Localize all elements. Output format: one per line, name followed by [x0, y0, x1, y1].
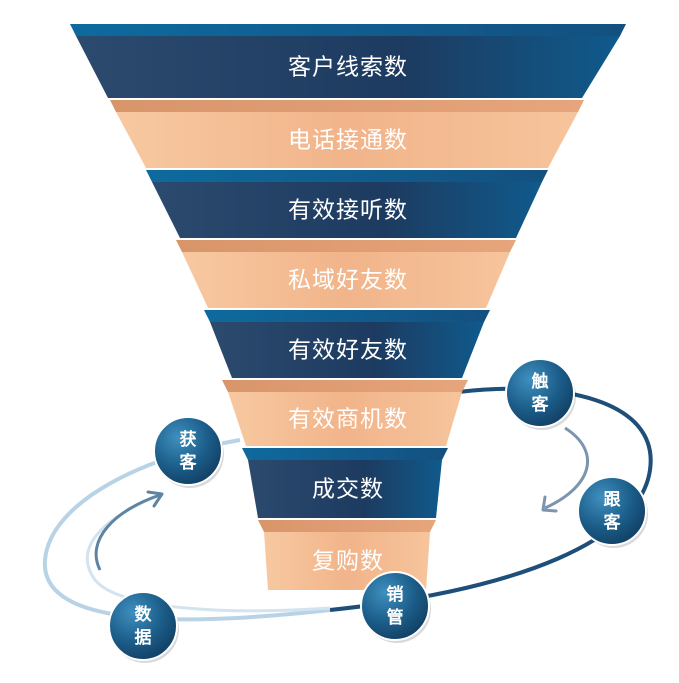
cycle-node-label-line1: 数: [135, 604, 153, 625]
funnel-tier-2: 电话接通数: [110, 100, 584, 168]
cycle-node-circle: [505, 358, 575, 428]
cycle-node-3: 销管: [360, 571, 431, 643]
funnel-tier-bevel: [204, 310, 490, 322]
cycle-node-circle: [577, 476, 647, 546]
cycle-arrow-left-head: [146, 490, 164, 508]
funnel-tier-label: 有效接听数: [288, 198, 408, 224]
funnel-tier-body: [76, 36, 620, 98]
cycle-node-label-line1: 销: [387, 584, 404, 605]
cycle-arrow-right: [544, 426, 590, 510]
cycle-node-1: 触客: [505, 358, 576, 430]
cycle-node-label-line2: 客: [531, 394, 550, 415]
funnel-tier-bevel: [70, 24, 626, 36]
cycle-ring-front: [85, 426, 590, 613]
cycle-node-4: 数据: [108, 591, 179, 663]
cycle-node-circle: [108, 591, 178, 661]
funnel-tier-bevel: [110, 100, 584, 112]
funnel-tier-1: 客户线索数: [70, 24, 626, 98]
funnel-tier-bevel: [258, 520, 436, 532]
funnel-tier-3: 有效接听数: [146, 170, 548, 238]
funnel-tier-label: 私域好友数: [288, 268, 408, 294]
cycle-node-2: 跟客: [577, 476, 648, 548]
funnel-tier-label: 有效商机数: [288, 407, 408, 433]
funnel-tier-body: [248, 460, 442, 518]
funnel-tier-bevel: [242, 448, 448, 460]
funnel-tier-body: [116, 112, 578, 168]
funnel-tier-label: 客户线索数: [288, 55, 408, 81]
cycle-node-circle: [153, 416, 223, 486]
funnel-tier-4: 私域好友数: [176, 240, 516, 308]
cycle-node-label-line1: 获: [180, 429, 197, 450]
funnel-tier-body: [182, 252, 510, 308]
cycle-arrow-right-head: [541, 495, 558, 513]
funnel-tier-5: 有效好友数: [204, 310, 490, 378]
funnel-tier-bevel: [222, 380, 468, 392]
funnel-tier-bevel: [176, 240, 516, 252]
funnel-tier-body: [228, 392, 462, 446]
cycle-node-label-line1: 触: [531, 371, 549, 392]
cycle-node-circle: [360, 571, 430, 641]
cycle-node-label-line2: 客: [603, 512, 622, 533]
funnel-tier-label: 电话接通数: [288, 128, 408, 154]
funnel-tier-label: 复购数: [312, 549, 384, 575]
cycle-arrow-left: [94, 493, 161, 571]
cycle-node-label-line2: 据: [135, 627, 152, 648]
cycle-node-label-line2: 客: [179, 452, 198, 473]
funnel-tier-body: [210, 322, 484, 378]
funnel-tier-7: 成交数: [242, 448, 448, 518]
funnel-tier-label: 有效好友数: [288, 338, 408, 364]
funnel-tier-label: 成交数: [312, 477, 384, 503]
cycle-node-label-line1: 跟: [604, 490, 622, 510]
funnel-tier-body: [152, 182, 542, 238]
funnel-tier-bevel: [146, 170, 548, 182]
cycle-node-label-line2: 管: [387, 607, 404, 628]
cycle-node-5: 获客: [153, 416, 224, 488]
funnel-tier-6: 有效商机数: [222, 380, 468, 446]
